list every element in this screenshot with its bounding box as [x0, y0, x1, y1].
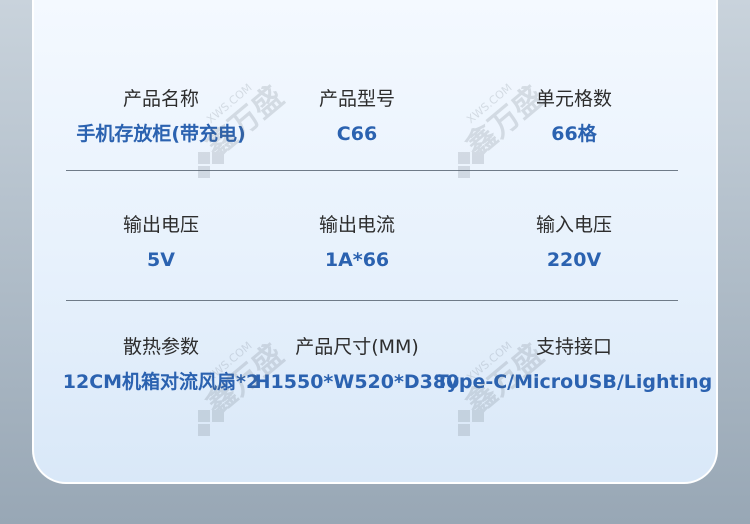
spec-item-output-voltage: 输出电压 5V — [34, 212, 301, 273]
spec-item-ports: 支持接口 Type-C/MicroUSB/Lighting — [434, 334, 714, 395]
spec-value: 12CM机箱对流风扇*2 — [62, 371, 260, 393]
brand-watermark: 鑫万盛 XWS.COM — [454, 72, 564, 182]
spec-label: 输出电压 — [122, 214, 199, 236]
spec-label: 支持接口 — [535, 336, 612, 358]
spec-value: C66 — [336, 123, 378, 145]
divider — [66, 300, 678, 301]
spec-value: 66格 — [551, 123, 597, 145]
spec-item-cooling: 散热参数 12CM机箱对流风扇*2 — [34, 334, 301, 395]
spec-label: 输出电流 — [318, 214, 395, 236]
spec-label: 产品尺寸(MM) — [295, 336, 419, 358]
spec-label: 产品型号 — [318, 88, 395, 110]
spec-value: 220V — [546, 249, 602, 271]
spec-item-output-current: 输出电流 1A*66 — [217, 212, 497, 273]
spec-row: 产品名称 手机存放柜(带充电) 产品型号 C66 单元格数 66格 — [34, 86, 716, 166]
spec-item-input-voltage: 输入电压 220V — [434, 212, 714, 273]
spec-item-cell-count: 单元格数 66格 — [434, 86, 714, 147]
spec-label: 产品名称 — [122, 88, 199, 110]
spec-item-product-model: 产品型号 C66 — [217, 86, 497, 147]
spec-value: Type-C/MicroUSB/Lighting — [435, 371, 713, 393]
spec-item-dimensions: 产品尺寸(MM) H1550*W520*D380 — [217, 334, 497, 395]
spec-card: 产品名称 手机存放柜(带充电) 产品型号 C66 单元格数 66格 输出电压 5… — [32, 0, 718, 484]
spec-row: 散热参数 12CM机箱对流风扇*2 产品尺寸(MM) H1550*W520*D3… — [34, 334, 716, 414]
spec-value: 5V — [147, 249, 175, 271]
spec-row: 输出电压 5V 输出电流 1A*66 输入电压 220V — [34, 212, 716, 292]
spec-item-product-name: 产品名称 手机存放柜(带充电) — [34, 86, 301, 147]
spec-label: 散热参数 — [122, 336, 199, 358]
spec-label: 单元格数 — [535, 88, 612, 110]
brand-watermark: 鑫万盛 XWS.COM — [194, 72, 304, 182]
brand-watermark: 鑫万盛 XWS.COM — [194, 330, 304, 440]
spec-value: H1550*W520*D380 — [254, 371, 460, 393]
divider — [66, 170, 678, 171]
brand-watermark: 鑫万盛 XWS.COM — [454, 330, 564, 440]
spec-label: 输入电压 — [535, 214, 612, 236]
spec-value: 1A*66 — [324, 249, 390, 271]
spec-value: 手机存放柜(带充电) — [76, 123, 246, 145]
